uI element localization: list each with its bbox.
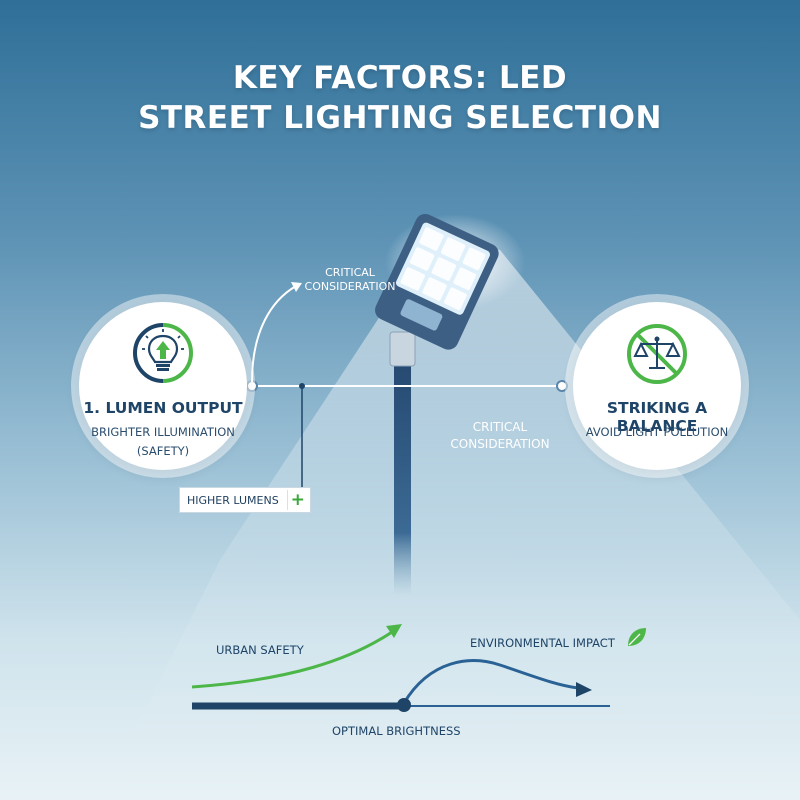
higher-lumens-label: HIGHER LUMENS [187,493,279,507]
striking-balance-card: STRIKING A BALANCE AVOID LIGHT POLLUTION [573,302,741,470]
striking-balance-title: STRIKING A BALANCE [606,399,708,435]
leaf-icon [628,628,646,646]
light-cone [120,240,800,760]
striking-balance-desc: AVOID LIGHT POLLUTION [585,425,729,439]
lumen-output-card: 1. LUMEN OUTPUT BRIGHTER ILLUMINATION (S… [79,302,247,470]
lamp-pole [394,345,411,595]
title-line-2: STREET LIGHTING SELECTION [138,100,662,136]
lightbulb-arrow-up-icon [133,323,193,383]
plus-icon: + [286,490,308,510]
urban-safety-label: URBAN SAFETY [216,643,304,657]
optimal-brightness-label: OPTIMAL BRIGHTNESS [332,724,461,738]
critical-right-line1: CRITICAL [472,420,528,434]
critical-arrow [251,285,297,383]
page-title: KEY FACTORS: LED STREET LIGHTING SELECTI… [0,58,800,138]
optimal-point [397,698,411,712]
connector-node-left [299,383,305,389]
lamp-bracket [389,331,416,367]
urban-safety-curve [191,630,393,689]
critical-top-line1: CRITICAL [325,266,375,279]
lumen-output-desc-1: BRIGHTER ILLUMINATION [91,425,235,439]
urban-safety-arrowhead [386,624,402,638]
critical-top-line2: CONSIDERATION [304,280,396,293]
environmental-impact-curve [402,659,579,704]
critical-arrowhead [291,282,302,292]
scales-prohibited-icon [627,324,687,384]
environmental-impact-label: ENVIRONMENTAL IMPACT [470,636,615,650]
title-line-1: KEY FACTORS: LED [232,60,568,96]
lumen-output-desc-2: (SAFETY) [136,444,190,458]
lumen-output-title: 1. LUMEN OUTPUT [83,399,243,417]
critical-consideration-right: CRITICAL CONSIDERATION [450,419,550,453]
connector-endpoint-left [246,380,258,392]
lamp-head [375,213,499,350]
higher-lumens-tag: HIGHER LUMENS + [179,487,311,513]
connector-endpoint-right [556,380,568,392]
environmental-impact-arrowhead [576,682,592,697]
critical-right-line2: CONSIDERATION [450,437,550,451]
critical-consideration-top: CRITICAL CONSIDERATION [300,266,400,294]
